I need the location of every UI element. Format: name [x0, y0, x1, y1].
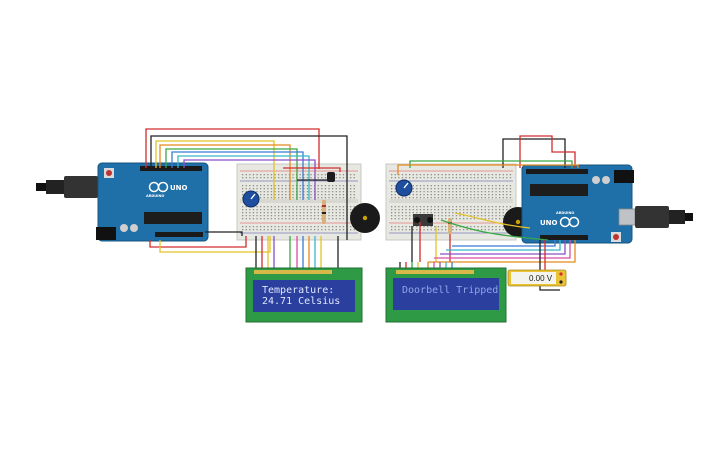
- left-arduino-logo-icon: [148, 181, 169, 193]
- right-arduino-logo-icon: [559, 216, 580, 228]
- right-lcd-display[interactable]: Doorbell Tripped: [385, 267, 507, 323]
- right-lcd-line1: Doorbell Tripped: [402, 285, 498, 296]
- left-lcd-display[interactable]: Temperature: 24.71 Celsius: [245, 267, 363, 323]
- left-atmega-chip: [144, 212, 202, 224]
- left-lcd-line2: 24.71 Celsius: [262, 296, 340, 307]
- right-arduino-logo-text: ARDUINO: [556, 211, 574, 215]
- right-arduino-board[interactable]: UNO ARDUINO: [521, 164, 634, 244]
- right-arduino-brand: UNO: [540, 219, 558, 227]
- left-arduino-brand: UNO: [170, 184, 188, 192]
- right-wires: [397, 135, 579, 291]
- right-atmega-chip: [530, 184, 588, 196]
- right-lcd-screen: [393, 278, 499, 310]
- multimeter-reading: 0.00 V: [529, 274, 553, 283]
- right-usb-cable[interactable]: [618, 206, 693, 228]
- left-wires: [145, 128, 348, 270]
- left-potentiometer[interactable]: [242, 190, 260, 208]
- multimeter-probe-negative[interactable]: [559, 280, 563, 284]
- doorbell-pushbutton[interactable]: [413, 214, 433, 226]
- multimeter[interactable]: 0.00 V: [507, 269, 567, 287]
- left-resistor[interactable]: [322, 200, 326, 224]
- right-potentiometer[interactable]: [395, 179, 413, 197]
- left-arduino-logo-text: ARDUINO: [146, 194, 164, 198]
- multimeter-probe-positive[interactable]: [559, 272, 563, 276]
- left-lcd-screen: [253, 280, 355, 312]
- right-resistor[interactable]: [448, 218, 452, 234]
- left-buzzer[interactable]: [350, 203, 380, 233]
- left-lcd-line1: Temperature:: [262, 285, 334, 296]
- left-arduino-board[interactable]: UNO ARDUINO: [96, 162, 209, 242]
